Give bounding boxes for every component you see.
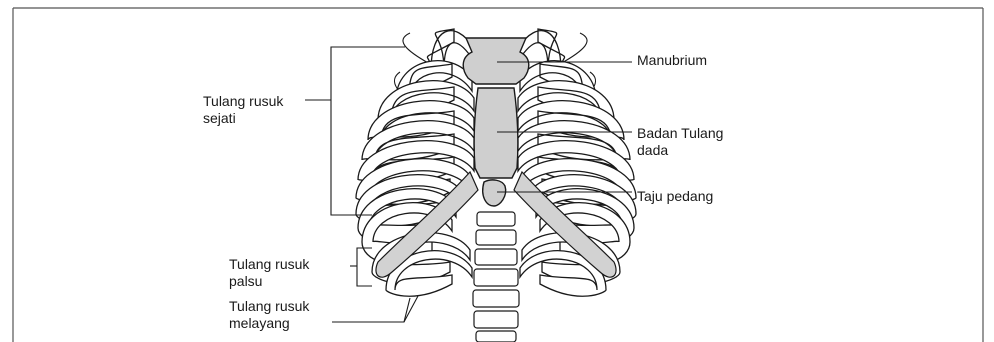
- label-palsu-line1: Tulang rusuk: [229, 256, 309, 273]
- label-manubrium-text: Manubrium: [637, 52, 707, 68]
- label-taju-text: Taju pedang: [637, 188, 713, 204]
- right-ribs: [518, 29, 636, 296]
- label-sejati-line1: Tulang rusuk: [203, 93, 283, 110]
- vertebra: [476, 230, 516, 245]
- label-badan-line2: dada: [637, 142, 723, 159]
- label-melayang-line2: melayang: [229, 315, 309, 332]
- spine: [473, 212, 519, 342]
- label-taju-pedang: Taju pedang: [637, 188, 713, 205]
- vertebra: [474, 269, 518, 286]
- sternum-body: [474, 88, 518, 178]
- label-palsu-line2: palsu: [229, 273, 309, 290]
- vertebra: [475, 249, 517, 265]
- left-ribs: [356, 29, 474, 296]
- vertebra: [474, 311, 518, 328]
- xiphoid-process: [483, 180, 506, 206]
- label-sejati-line2: sejati: [203, 110, 283, 127]
- leader-melayang-2: [404, 298, 410, 322]
- label-melayang-line1: Tulang rusuk: [229, 298, 309, 315]
- label-tulang-rusuk-sejati: Tulang rusuk sejati: [203, 93, 283, 127]
- manubrium-bone: [463, 38, 529, 84]
- label-manubrium: Manubrium: [637, 52, 707, 69]
- label-tulang-rusuk-palsu: Tulang rusuk palsu: [229, 256, 309, 290]
- vertebra: [473, 290, 519, 307]
- label-badan-line1: Badan Tulang: [637, 125, 723, 142]
- vertebra: [477, 212, 515, 226]
- label-tulang-rusuk-melayang: Tulang rusuk melayang: [229, 298, 309, 332]
- label-badan-tulang-dada: Badan Tulang dada: [637, 125, 723, 159]
- vertebra: [476, 331, 516, 342]
